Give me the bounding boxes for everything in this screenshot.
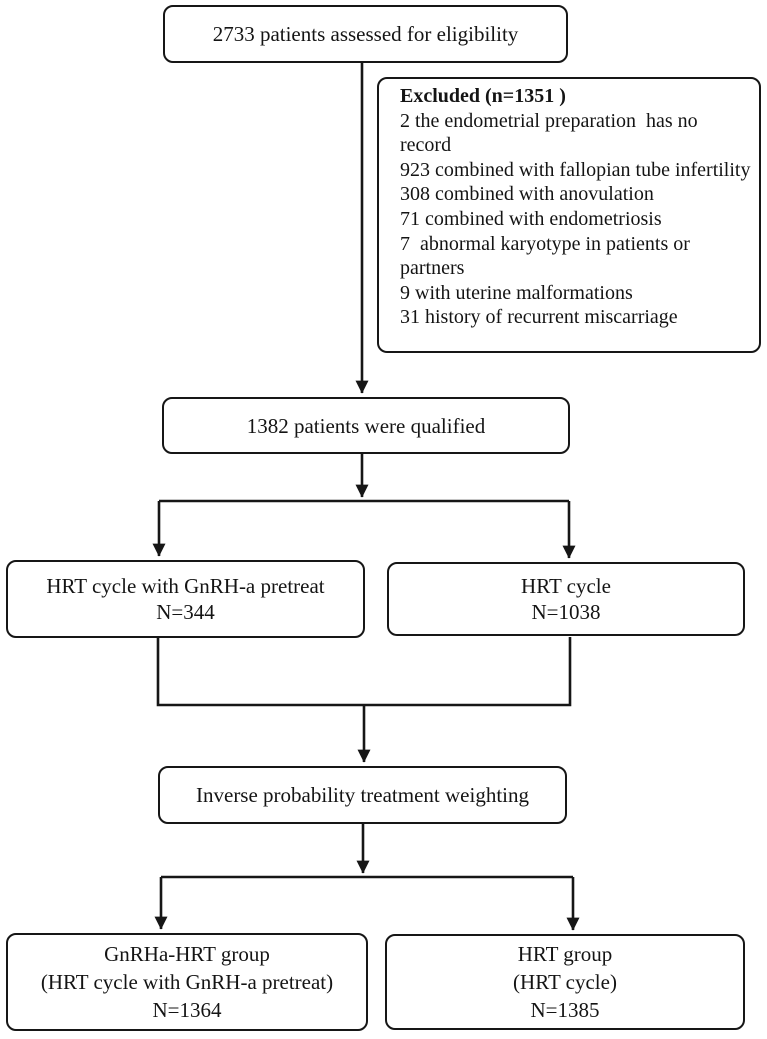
hrt-group-line1: HRT group	[517, 942, 613, 966]
excluded-item: 31 history of recurrent miscarriage	[400, 306, 678, 329]
iptw-text: Inverse probability treatment weighting	[196, 783, 529, 807]
box-iptw: Inverse probability treatment weighting	[158, 766, 567, 824]
gnrha-group-count: N=1364	[152, 998, 222, 1022]
box-hrt-group: HRT group (HRT cycle) N=1385	[385, 934, 745, 1030]
hrt-gnrh-count: N=344	[156, 600, 215, 624]
excluded-item: 71 combined with endometriosis	[400, 207, 662, 230]
hrt-group-line2: (HRT cycle)	[513, 970, 617, 994]
excluded-header: Excluded (n=1351 )	[400, 85, 566, 107]
gnrha-group-line2: (HRT cycle with GnRH-a pretreat)	[40, 970, 334, 994]
box-qualified: 1382 patients were qualified	[162, 397, 570, 454]
gnrha-group-line1: GnRHa-HRT group	[104, 942, 270, 966]
hrt-group-count: N=1385	[530, 998, 600, 1022]
excluded-item: 308 combined with anovulation	[400, 183, 654, 206]
hrt-cycle-count: N=1038	[531, 600, 601, 624]
merge-connector-line	[156, 637, 572, 707]
box-eligibility: 2733 patients assessed for eligibility	[163, 5, 568, 63]
box-hrt-cycle: HRT cycle N=1038	[387, 562, 745, 636]
excluded-item: 2 the endometrial preparation has no rec…	[400, 109, 703, 157]
eligibility-text: 2733 patients assessed for eligibility	[212, 22, 519, 46]
box-excluded: Excluded (n=1351 ) 2 the endometrial pre…	[377, 77, 761, 353]
box-hrt-gnrh-pretreat: HRT cycle with GnRH-a pretreat N=344	[6, 560, 365, 638]
qualified-text: 1382 patients were qualified	[246, 413, 486, 438]
box-gnrha-hrt-group: GnRHa-HRT group (HRT cycle with GnRH-a p…	[6, 933, 368, 1031]
excluded-item: 923 combined with fallopian tube inferti…	[400, 158, 751, 181]
hrt-gnrh-line1: HRT cycle with GnRH-a pretreat	[46, 574, 325, 598]
hrt-cycle-line1: HRT cycle	[521, 574, 611, 598]
excluded-item: 7 abnormal karyotype in patients or part…	[400, 232, 695, 280]
excluded-item: 9 with uterine malformations	[400, 281, 633, 304]
